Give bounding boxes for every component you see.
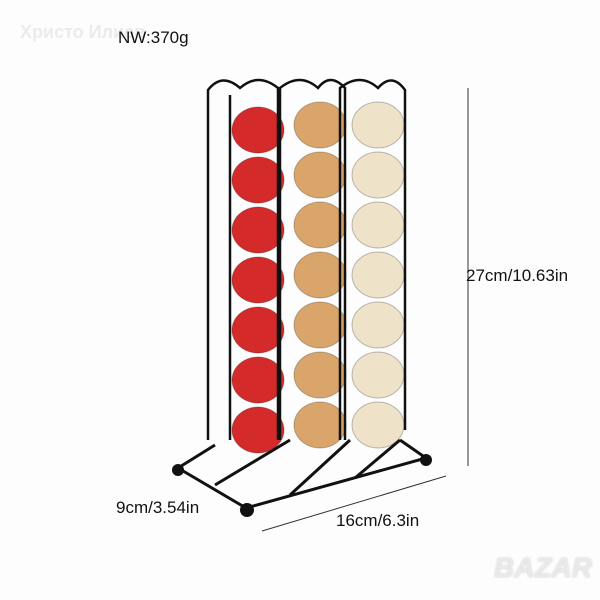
coffee-capsule: [231, 256, 285, 304]
coffee-capsule: [293, 301, 347, 349]
height-label: 27cm/10.63in: [466, 266, 569, 285]
coffee-capsule: [231, 406, 285, 454]
net-weight-label: NW:370g: [118, 28, 189, 47]
coffee-capsule: [351, 201, 405, 249]
foot: [172, 464, 184, 476]
coffee-capsule: [231, 356, 285, 404]
coffee-capsule: [351, 351, 405, 399]
coffee-capsule: [351, 151, 405, 199]
coffee-capsule: [293, 401, 347, 449]
coffee-capsule: [293, 201, 347, 249]
coffee-capsule: [293, 151, 347, 199]
coffee-capsule: [351, 251, 405, 299]
coffee-capsule: [351, 301, 405, 349]
foot: [240, 503, 254, 517]
coffee-capsule: [231, 306, 285, 354]
coffee-capsule: [351, 101, 405, 149]
coffee-capsule: [231, 206, 285, 254]
coffee-capsule: [293, 101, 347, 149]
width-label: 16cm/6.3in: [336, 511, 420, 530]
bazar-logo: BAZAR: [494, 552, 592, 583]
width-dimension-line: [261, 475, 447, 532]
rack-frame: [206, 78, 407, 440]
rack-base: [177, 438, 430, 510]
coffee-capsule: [351, 401, 405, 449]
coffee-capsule: [231, 106, 285, 154]
coffee-capsule: [293, 351, 347, 399]
foot: [420, 454, 432, 466]
coffee-capsule: [293, 251, 347, 299]
depth-label: 9cm/3.54in: [116, 498, 200, 517]
watermark-text: Христо Илиев: [20, 22, 146, 42]
coffee-capsule: [231, 156, 285, 204]
